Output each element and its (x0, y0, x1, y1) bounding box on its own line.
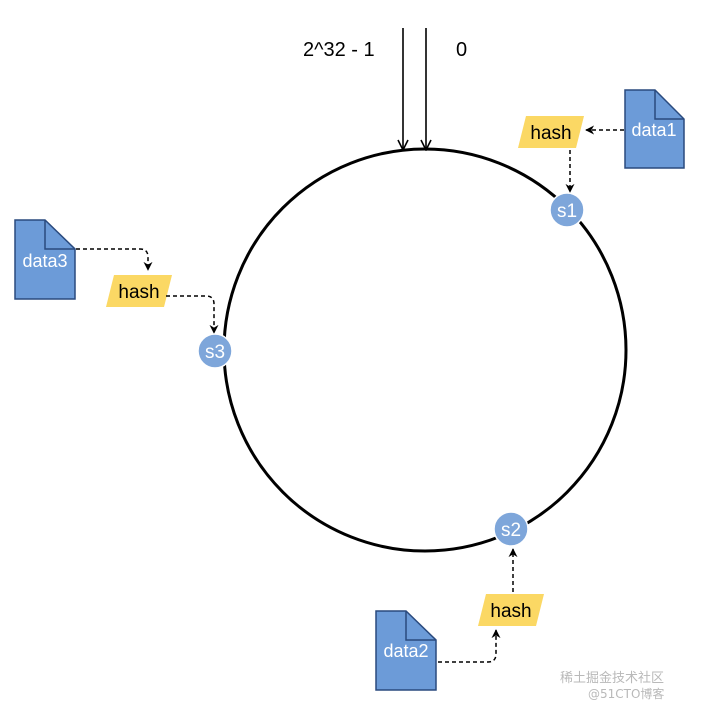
hash-box-1: hash (518, 116, 584, 148)
watermark-line2: @51CTO博客 (588, 686, 664, 701)
server-node-s3: s3 (197, 333, 233, 369)
server-node-s2: s2 (493, 511, 529, 547)
data2-label: data2 (383, 641, 428, 661)
data1-document: data1 (624, 89, 685, 169)
watermark-line1: 稀土掘金技术社区 (560, 670, 664, 686)
data3-document: data3 (14, 219, 76, 300)
hash-box-2: hash (478, 594, 544, 626)
data3-label: data3 (22, 251, 67, 271)
max-value-label: 2^32 - 1 (303, 39, 375, 61)
watermark: 稀土掘金技术社区 @51CTO博客 (560, 670, 664, 701)
hash-box-2-label: hash (490, 601, 531, 622)
hash-box-3: hash (106, 275, 172, 307)
server-s3-label: s3 (205, 342, 225, 363)
zero-value-label: 0 (456, 39, 467, 61)
arrow-hash-to-s3 (166, 295, 219, 334)
arrow-data3-to-hash (76, 248, 153, 271)
data1-label: data1 (631, 120, 676, 140)
server-s2-label: s2 (501, 520, 521, 541)
hash-box-1-label: hash (530, 123, 571, 144)
data2-document: data2 (375, 610, 437, 691)
hash-box-3-label: hash (118, 282, 159, 303)
server-node-s1: s1 (549, 192, 585, 228)
arrow-data2-to-hash (438, 629, 501, 663)
server-s1-label: s1 (557, 201, 577, 222)
